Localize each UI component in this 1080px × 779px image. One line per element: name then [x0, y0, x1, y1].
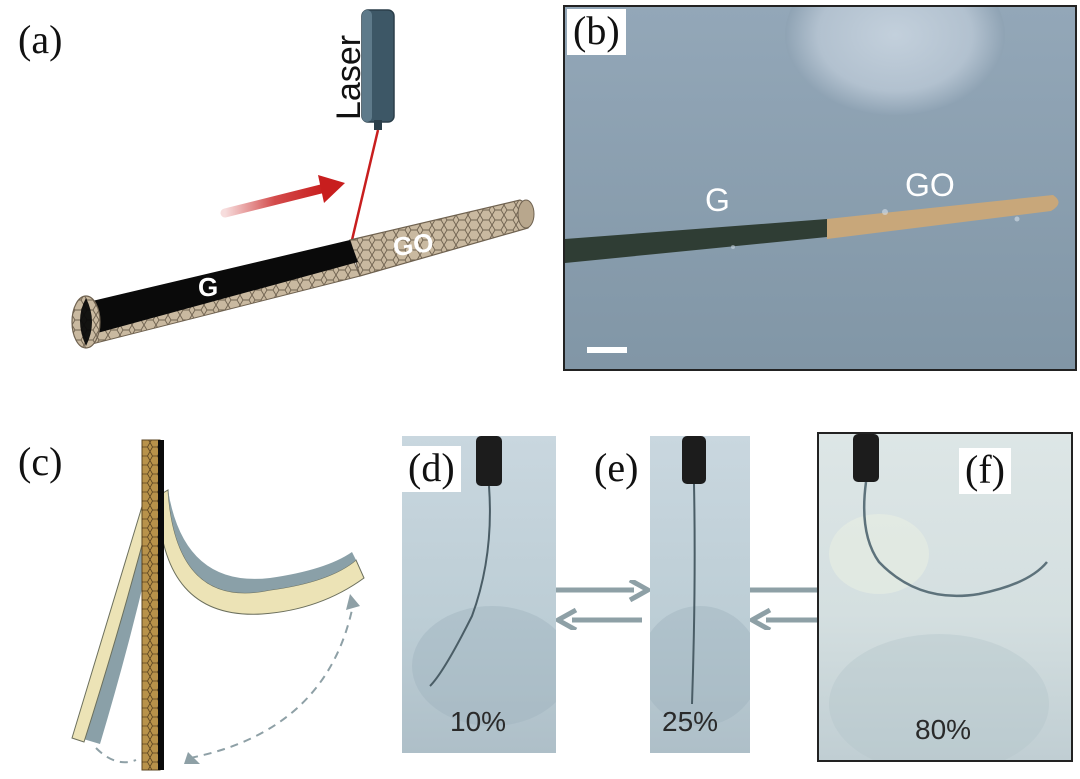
laser-beam: [350, 129, 380, 241]
rod-go-label: GO: [391, 227, 435, 262]
fiber-strand: [862, 481, 1048, 598]
panel-b-photo: (b) G GO: [563, 5, 1077, 371]
arrow-head-icon: [184, 752, 200, 764]
motion-arrow-icon: [220, 175, 345, 218]
reversible-arrows-icon: [556, 580, 650, 630]
panel-a-schematic: Laser G GO: [71, 9, 535, 349]
panel-b-image: [565, 7, 1075, 369]
panel-a-label: (a): [18, 17, 63, 62]
laser-device: [361, 9, 395, 130]
needle-holder: [682, 436, 706, 484]
panel-d-label: (d): [402, 446, 461, 492]
percent-label: 80%: [915, 714, 972, 745]
panel-e-label: (e): [594, 445, 639, 490]
percent-label: 10%: [450, 706, 507, 737]
fiber-strand: [691, 483, 696, 705]
panel-f-photo: (f) 80%: [817, 432, 1073, 762]
rod-g-label: G: [198, 272, 218, 302]
panel-c-schematic: [71, 439, 365, 771]
laser-label: Laser: [330, 35, 368, 120]
panel-c-label: (c): [18, 439, 63, 484]
panel-d-photo: (d) 10%: [402, 436, 556, 753]
dashed-curved-arrow-icon: [95, 599, 355, 764]
bent-fiber-right: [157, 489, 365, 615]
fiber-strand: [429, 485, 491, 687]
straight-fiber: [141, 439, 164, 771]
arrow-head-icon: [346, 594, 360, 610]
panel-e-photo: 25%: [650, 436, 750, 753]
needle-holder: [476, 436, 502, 486]
scale-bar: [587, 347, 627, 353]
panel-e-image: [650, 436, 750, 753]
needle-holder: [853, 434, 879, 482]
panel-f-label: (f): [959, 448, 1011, 494]
panel-f-image: [819, 434, 1071, 760]
percent-label: 25%: [662, 706, 719, 737]
photo-g-label: G: [705, 182, 730, 218]
photo-go-label: GO: [905, 167, 955, 203]
panel-b-label: (b): [567, 9, 626, 55]
fiber-rod: [71, 199, 535, 349]
